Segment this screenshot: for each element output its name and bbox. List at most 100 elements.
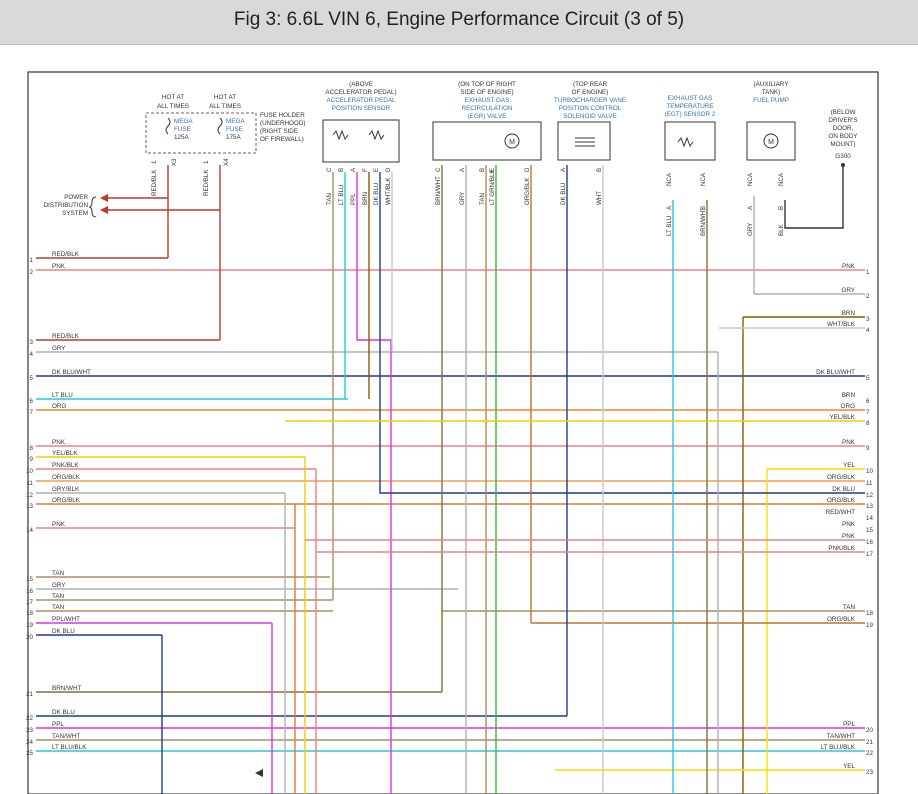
left-wire-label: GRY	[52, 345, 66, 352]
left-wire-label: GRY	[52, 582, 66, 589]
ground-point-icon	[841, 163, 845, 167]
right-wire-number: 21	[866, 739, 873, 746]
left-wire-number: 13	[26, 503, 33, 510]
right-wire-number: 16	[866, 539, 873, 546]
fuse-rating: 175A	[226, 134, 242, 141]
right-wire-number: 14	[866, 515, 873, 522]
left-wire-label: PPL	[52, 721, 64, 728]
right-wire-label: ORG/BLK	[827, 616, 856, 623]
pin-letter: D	[524, 167, 531, 172]
temp-sensor-icon	[677, 136, 694, 148]
component-location: OF ENGINE)	[572, 89, 609, 96]
pin-wire-label: WHT	[596, 191, 603, 205]
left-wire-number: 12	[26, 492, 33, 499]
fuse-icon	[217, 117, 223, 135]
pin-letter: B	[700, 206, 707, 210]
fuse-wire-label: RED/BLK	[203, 169, 210, 196]
pin-wire-label: TAN	[479, 193, 486, 205]
right-wire-number: 23	[866, 769, 873, 776]
pin-wire-label: LT GRN/BLK	[489, 169, 496, 205]
page-title: Fig 3: 6.6L VIN 6, Engine Performance Ci…	[233, 9, 685, 30]
component-name: (EGT) SENSOR 2	[665, 111, 716, 118]
fuse-name: FUSE	[174, 126, 191, 133]
title-bar: Fig 3: 6.6L VIN 6, Engine Performance Ci…	[0, 0, 918, 45]
right-wire-number: 2	[866, 293, 870, 300]
egr-motor-icon	[504, 133, 520, 149]
fuse-name: MEGA	[226, 118, 245, 125]
component-box	[664, 121, 716, 161]
right-wire-label: RED/WHT	[826, 509, 856, 516]
component-location: ACCELERATOR PEDAL)	[325, 89, 396, 96]
pin-letter: B	[479, 168, 486, 172]
right-wire-label: PNK	[842, 521, 856, 528]
component-location: (ON TOP OF RIGHT	[458, 81, 516, 88]
right-wire-number: 4	[866, 327, 870, 334]
pin-letter: B	[338, 168, 345, 172]
pin-letter: B	[596, 168, 603, 172]
nca-label: NCA	[666, 172, 673, 186]
component-location: (TOP REAR	[573, 81, 608, 88]
pin-letter: F	[362, 168, 369, 172]
left-wire-number: 15	[26, 576, 33, 583]
component-box	[746, 121, 796, 161]
left-wire-number: 10	[26, 468, 33, 475]
right-wire-label: PPL	[843, 721, 855, 728]
pin-wire-label: BRN	[362, 192, 369, 205]
left-wire-label: TAN	[52, 570, 65, 577]
pin-letter: A	[666, 205, 673, 210]
pin-letter: A	[747, 205, 754, 210]
nca-label: NCA	[747, 172, 754, 186]
left-wire-label: PNK/BLK	[52, 462, 79, 469]
right-wire-label: LT BLU/BLK	[821, 744, 856, 751]
left-wire-number: 16	[26, 588, 33, 595]
left-wire-label: ORG/BLK	[52, 474, 81, 481]
fuse-hot-label: HOT AT	[162, 94, 184, 101]
right-wire-label: ORG	[841, 403, 855, 410]
right-wire-label: PNK/BLK	[828, 545, 855, 552]
right-wire-label: PNK	[842, 533, 856, 540]
component-name: EXHAUST GAS	[465, 97, 510, 104]
power-distribution-label: SYSTEM	[62, 210, 88, 217]
left-wire-label: DK BLU	[52, 709, 75, 716]
right-wire-number: 12	[866, 492, 873, 499]
pin-letter: E	[373, 168, 380, 172]
right-wire-number: 1	[866, 269, 870, 276]
component-box	[432, 121, 542, 161]
left-wire-number: 22	[26, 715, 33, 722]
bottom-arrow-icon	[255, 769, 263, 777]
pin-wire-label: DK BLU	[373, 183, 380, 205]
component-name: FUEL PUMP	[753, 97, 789, 104]
component-name: POSITION CONTROL	[559, 105, 622, 112]
fuse-rating: 125A	[174, 134, 190, 141]
left-wire-label: RED/BLK	[52, 333, 80, 340]
pin-wire-label: BRN/WHT	[435, 176, 442, 205]
right-wire-number: 8	[866, 420, 870, 427]
fuse-holder-label: (UNDERHOOD)	[260, 120, 305, 127]
wire-fuel-pump-gry	[753, 196, 865, 295]
fuse-name: MEGA	[174, 118, 193, 125]
pin-wire-label: LT BLU	[666, 216, 673, 236]
right-wire-number: 6	[866, 398, 870, 405]
component-name: TEMPERATURE	[666, 103, 713, 110]
left-wire-number: 3	[30, 339, 34, 346]
right-wire-number: 3	[866, 316, 870, 323]
pin-wire-label: BRN/WHT	[700, 207, 707, 236]
component-name: EXHAUST GAS	[668, 95, 713, 102]
ground-location: MOUNT)	[830, 141, 855, 148]
right-wire-label: DK BLU	[832, 486, 855, 493]
fuse-holder-label: FUSE HOLDER	[260, 112, 305, 119]
right-wire-label: BRN	[842, 310, 856, 317]
left-wire-label: PNK	[52, 263, 66, 270]
left-wire-label: YEL/BLK	[52, 450, 78, 457]
left-wire-number: 18	[26, 610, 33, 617]
right-wire-number: 11	[866, 480, 873, 487]
fuse-hot-label: HOT AT	[214, 94, 236, 101]
pin-letter: A	[459, 167, 466, 172]
left-wire-number: 6	[30, 398, 34, 405]
arrow-head	[100, 206, 108, 214]
left-wire-label: LT BLU	[52, 392, 73, 399]
fuse-pin-label: 1	[151, 160, 158, 164]
component-location: TANK)	[762, 89, 780, 96]
